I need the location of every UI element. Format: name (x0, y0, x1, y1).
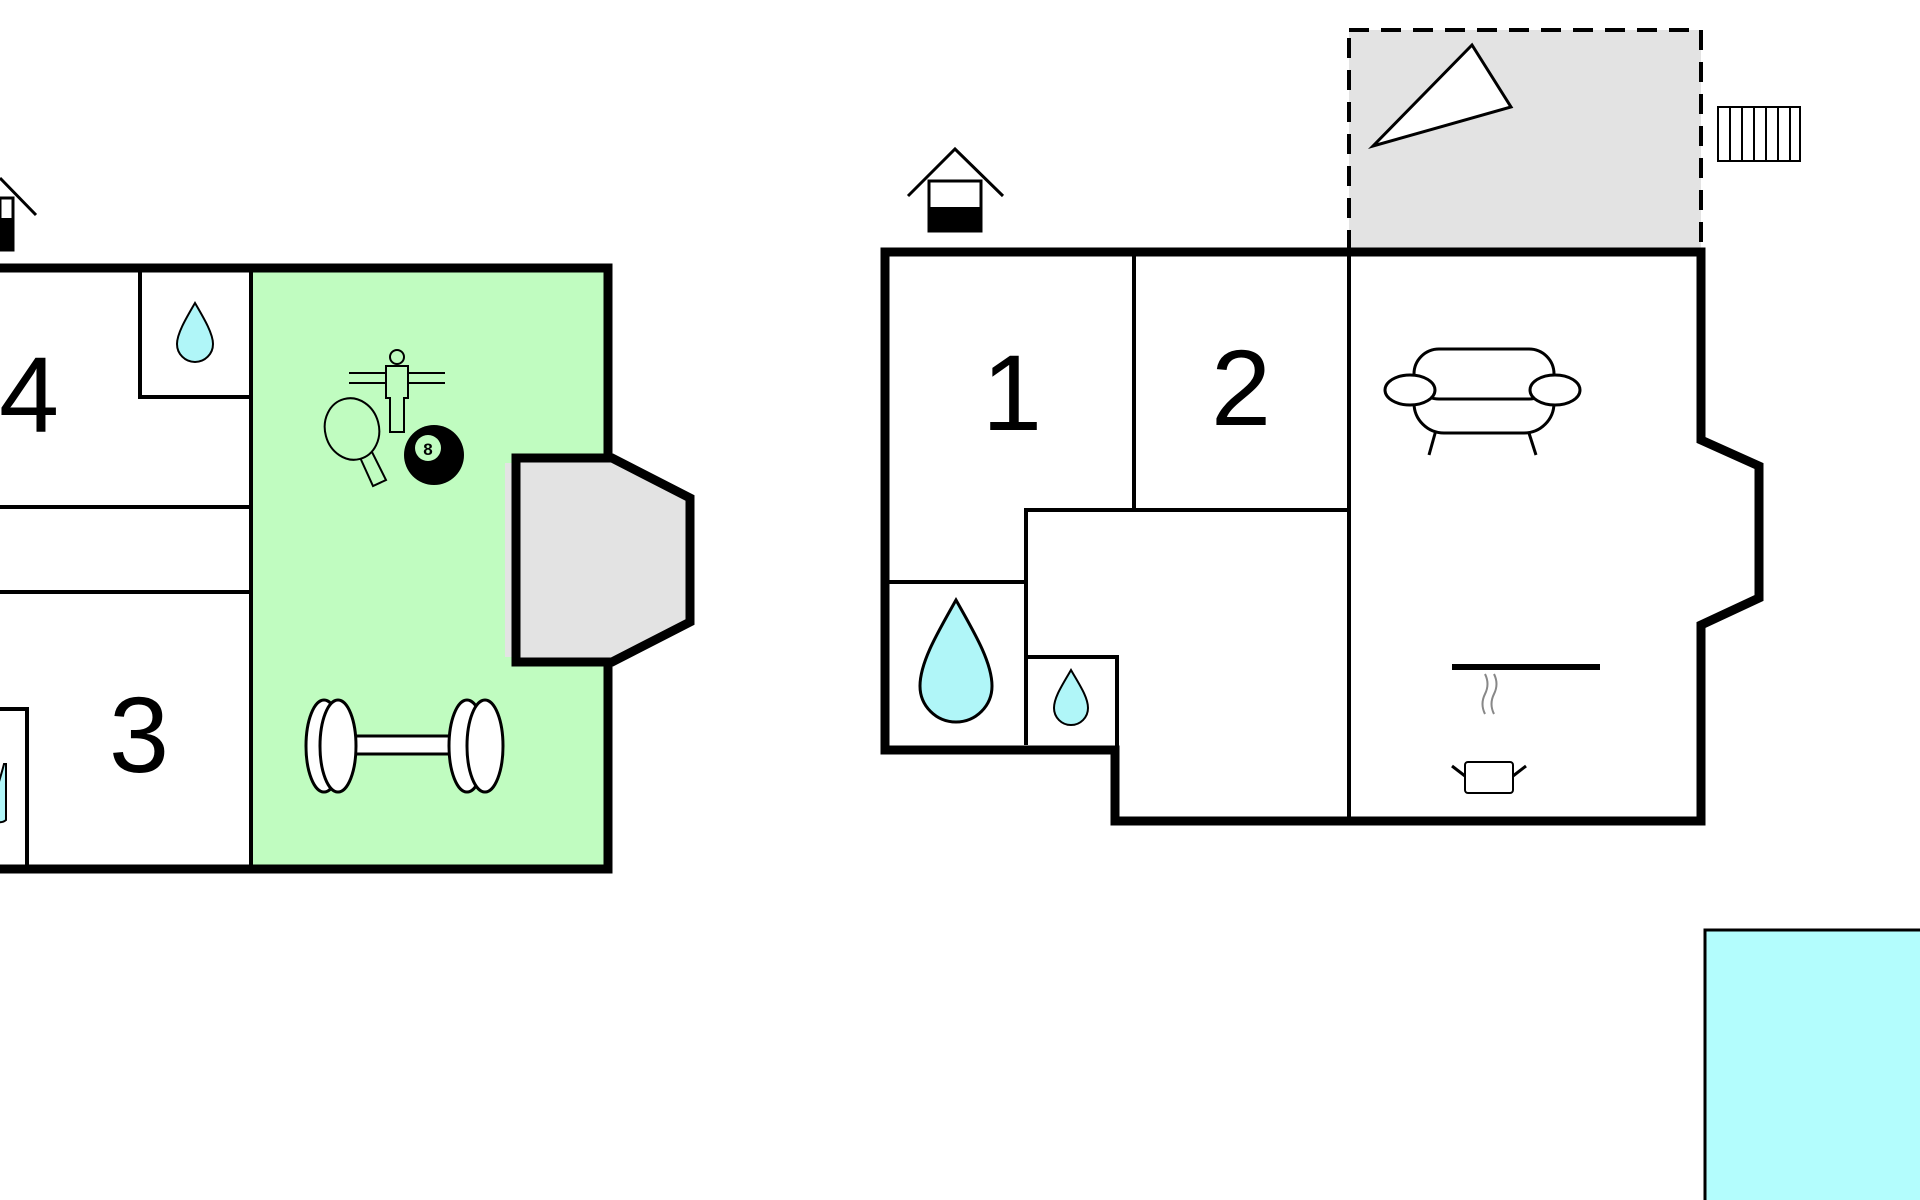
left-building: 4 3 8 (0, 176, 695, 874)
water-drop-icon (0, 763, 7, 824)
room-number-1: 1 (982, 332, 1042, 453)
house-entrance-icon (906, 146, 1005, 233)
water-drop-icon (175, 301, 215, 363)
water-drop-icon (1052, 667, 1090, 726)
billiard-8-ball-icon: 8 (404, 425, 464, 485)
stairs-icon (1717, 106, 1801, 162)
table-tennis-icon (323, 397, 388, 488)
room-number-4: 4 (0, 334, 59, 455)
house-entrance-icon (0, 176, 38, 252)
table-football-icon (349, 349, 445, 433)
right-building: 1 2 (880, 28, 1801, 826)
terrace-triangle-icon (1367, 42, 1514, 149)
sofa-icon (1383, 347, 1582, 456)
room-number-3: 3 (109, 674, 169, 795)
dumbbell-icon (304, 698, 505, 794)
cooking-pot-icon (1451, 673, 1527, 794)
water-drop-icon (918, 596, 994, 724)
right-outer-wall (880, 247, 1764, 826)
left-outer-wall (0, 263, 613, 874)
left-terrace (511, 453, 695, 667)
room-number-2: 2 (1211, 327, 1271, 448)
billiard-number: 8 (423, 440, 432, 459)
upper-terrace (1347, 28, 1703, 254)
pool (1703, 928, 1920, 1200)
